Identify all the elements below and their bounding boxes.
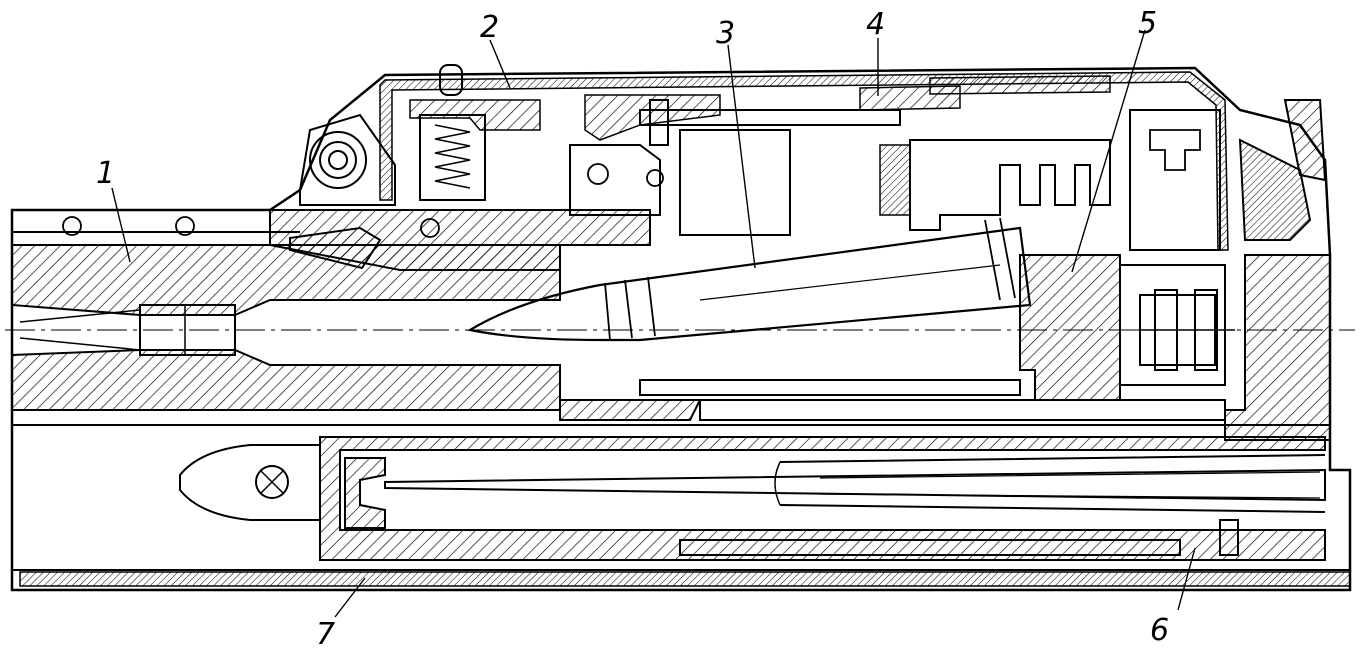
feed-link [420,99,901,238]
callout-6: 6 [1150,613,1169,648]
feed-mechanism [879,109,1221,251]
leader-lines [111,29,1196,618]
callout-3: 3 [716,16,735,51]
callout-5: 5 [1138,6,1157,41]
latch-spring [419,64,486,201]
lower-receiver [639,379,1226,421]
callout-4: 4 [866,7,885,42]
callouts: 1 2 3 4 5 6 7 [96,6,1169,652]
callout-7: 7 [316,617,335,652]
bottom-rail [19,571,1351,587]
gas-piston-rod [179,436,1326,561]
receiver-body [269,99,1331,441]
hinge-pin [299,113,396,206]
bolt [1019,254,1235,401]
callout-1: 1 [96,156,115,191]
callout-2: 2 [480,10,499,45]
